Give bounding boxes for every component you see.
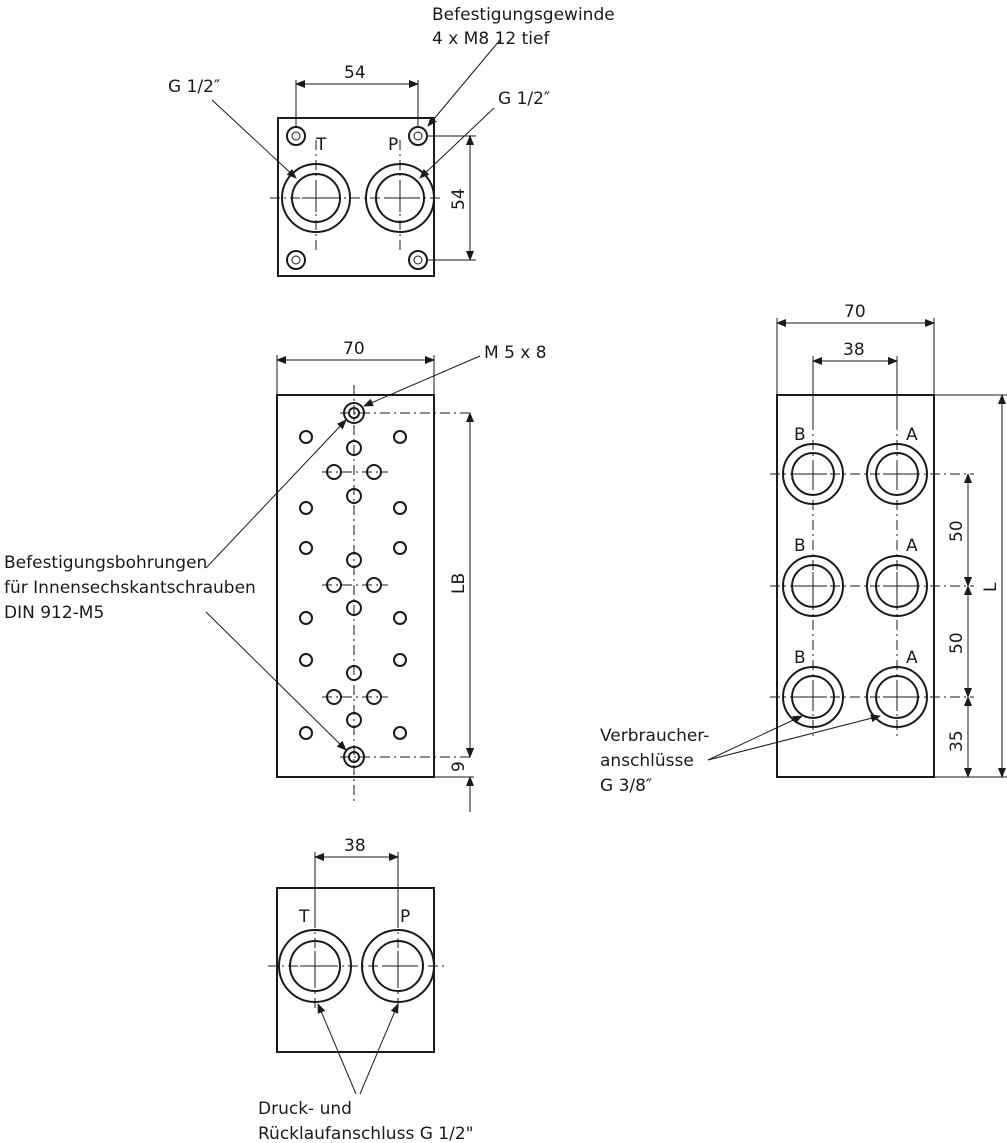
dim-50-a: 50 <box>947 520 967 542</box>
valve-pattern-1 <box>322 440 388 504</box>
port-B-label-2: B <box>794 536 806 556</box>
port-A-label-3: A <box>906 648 918 668</box>
dim-35: 35 <box>947 730 967 752</box>
consumer-label-3: G 3/8″ <box>600 776 652 796</box>
port-T-bottom-label: T <box>298 907 310 927</box>
dim-50-b: 50 <box>947 632 967 654</box>
top-block <box>277 117 435 277</box>
dim-LB: LB <box>449 573 469 594</box>
consumer-label-1: Verbraucher- <box>600 726 709 746</box>
dim-38-right: 38 <box>843 340 865 360</box>
port-right-callout: G 1/2″ <box>498 89 550 109</box>
port-T-bottom <box>278 929 352 1003</box>
middle-view: 70 LB 9 M 5 x 8 Befestigungsbohrungen fü… <box>4 339 547 812</box>
mounting-bores <box>299 430 407 740</box>
port-B-label-1: B <box>794 425 806 445</box>
mounting-holes-top <box>286 126 428 270</box>
port-P-bottom <box>361 929 435 1003</box>
bore-label-2: für Innensechskantschrauben <box>4 578 256 598</box>
dim-54-height: 54 <box>449 188 469 210</box>
port-left-callout: G 1/2″ <box>168 77 220 97</box>
port-P-label: P <box>388 135 398 155</box>
port-B-label-3: B <box>794 648 806 668</box>
screw-callout: M 5 x 8 <box>484 343 547 363</box>
valve-pattern-3 <box>322 665 388 728</box>
middle-block <box>276 394 435 778</box>
thread-callout: Befestigungsgewinde <box>432 5 615 25</box>
pressure-return-label-2: Rücklaufanschluss G 1/2" <box>258 1124 473 1143</box>
dim-70-right: 70 <box>844 302 866 322</box>
dim-70-middle: 70 <box>343 339 365 359</box>
dim-L: L <box>981 582 1001 592</box>
end-holes <box>340 402 474 768</box>
bore-label-1: Befestigungsbohrungen <box>4 553 207 573</box>
port-A-label-2: A <box>906 536 918 556</box>
bottom-view: T P 38 Druck- und Rücklaufanschluss G 1/… <box>258 836 473 1143</box>
pressure-return-label-1: Druck- und <box>258 1099 352 1119</box>
right-view: B A B A B A 70 38 50 50 35 L Verbraucher… <box>600 302 1007 796</box>
port-T-label: T <box>315 135 327 155</box>
top-view: T P 54 54 G 1/2″ G 1/2″ Befestigungsgewi… <box>168 5 615 277</box>
bore-label-3: DIN 912-M5 <box>4 603 104 623</box>
consumer-label-2: anschlüsse <box>600 751 694 771</box>
thread-spec: 4 x M8 12 tief <box>432 29 550 49</box>
port-P-top <box>365 163 435 233</box>
valve-pattern-2 <box>322 552 388 616</box>
dim-54-width: 54 <box>344 63 366 83</box>
bottom-block <box>276 887 435 1053</box>
dim-38-bottom: 38 <box>344 836 366 856</box>
port-T-top <box>281 163 351 233</box>
consumer-ports <box>782 443 928 728</box>
port-A-label-1: A <box>906 425 918 445</box>
dim-9: 9 <box>449 761 469 772</box>
port-P-bottom-label: P <box>400 907 410 927</box>
